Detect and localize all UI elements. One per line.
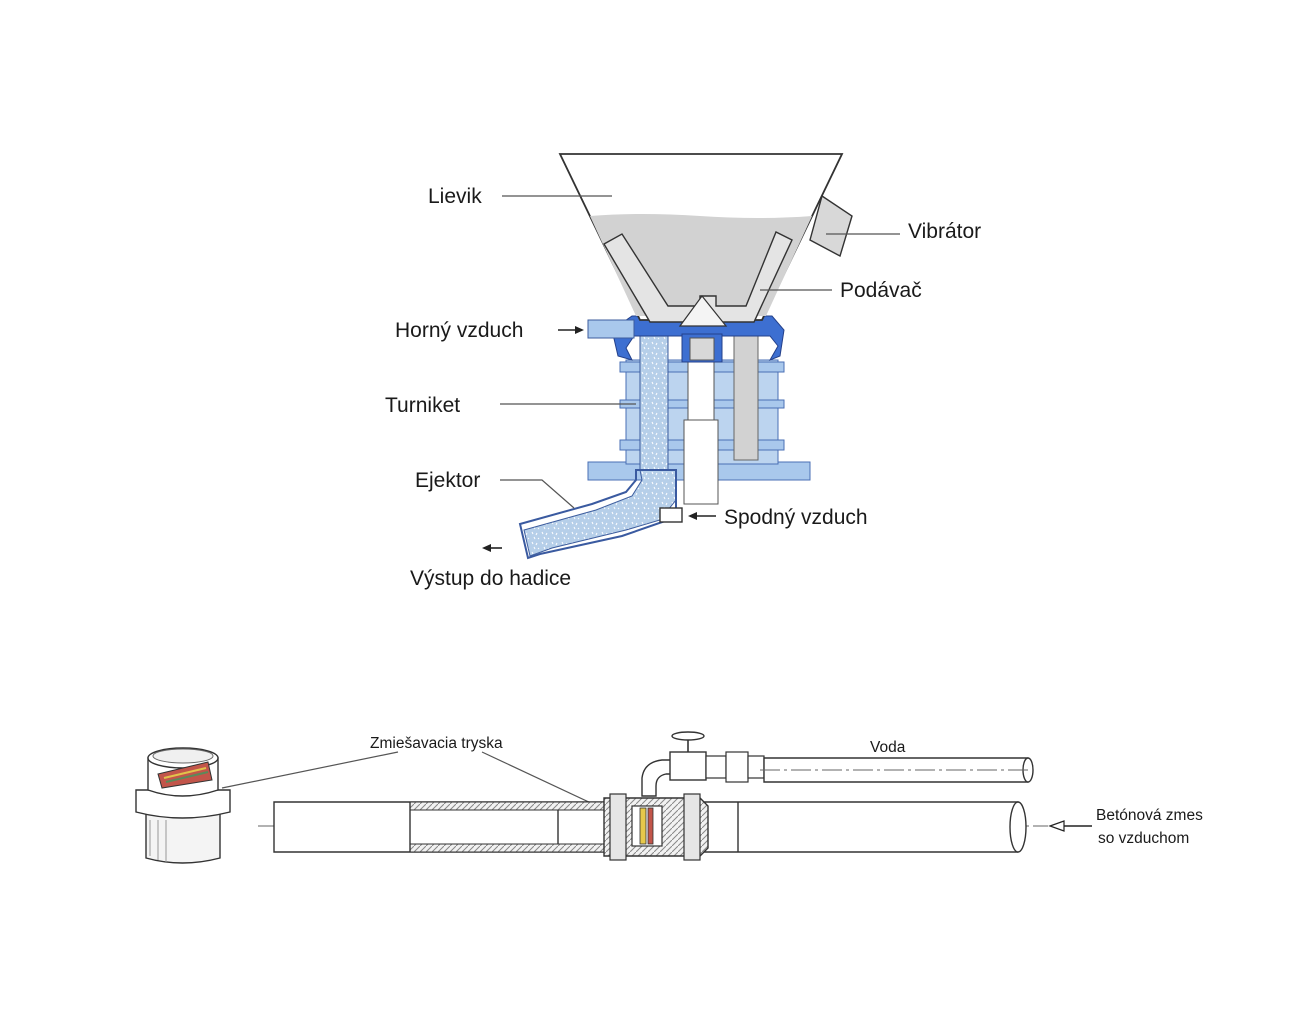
label-voda: Voda (870, 739, 906, 756)
label-ejektor: Ejektor (415, 469, 480, 492)
hose-right (699, 801, 1025, 853)
lower-air-inlet (659, 507, 683, 523)
label-spodny-vzduch: Spodný vzduch (724, 506, 868, 529)
valve-handwheel (671, 731, 705, 741)
mixing-ring-yellow (639, 807, 647, 845)
label-horny-vzduch: Horný vzduch (395, 319, 523, 342)
hose-left-wall-top (409, 801, 607, 811)
vibrator (809, 194, 853, 258)
valve-fitting-3 (747, 755, 765, 779)
coupling-nut-right (683, 793, 701, 861)
shaft-lower (683, 419, 719, 505)
arrow-horny-vzduch (558, 326, 584, 334)
upper-air-pipe (587, 319, 635, 339)
valve-fitting-2 (725, 751, 749, 783)
nut (689, 337, 715, 361)
arrow-betonova-zmes (1048, 820, 1092, 832)
inner-column-right (733, 335, 759, 461)
nozzle-detail (135, 747, 231, 864)
arrow-spodny-vzduch (688, 512, 716, 520)
leader-ejektor (500, 479, 575, 509)
label-so-vzduchom: so vzduchom (1098, 830, 1189, 847)
label-vibrator: Vibrátor (908, 220, 981, 243)
label-turniket: Turniket (385, 394, 460, 417)
top-flange (611, 315, 785, 361)
label-zmiesavacia-tryska: Zmiešavacia tryska (370, 735, 503, 752)
label-lievik: Lievik (428, 185, 482, 208)
arrow-vystup (482, 544, 502, 552)
label-betonova-zmes: Betónová zmes (1096, 807, 1203, 824)
valve-fitting-1 (705, 755, 727, 779)
valve-body (669, 751, 707, 781)
mixing-nozzle-assembly: Zmiešavacia tryska Voda Betónová zmes so… (135, 731, 1203, 864)
leader-nozzle-detail (221, 751, 399, 789)
feeder-cone (678, 295, 728, 327)
mixing-ring (631, 805, 663, 847)
feeder (603, 231, 793, 323)
shotcrete-machine: Lievik Vibrátor Podávač Horný vzduch Tur… (385, 153, 981, 590)
material-channel (523, 335, 677, 557)
hose-left-wall-bottom (409, 843, 607, 853)
coupling-nut-left (609, 793, 627, 861)
label-vystup: Výstup do hadice (410, 567, 571, 590)
hose-right-end (1009, 801, 1027, 853)
ejector (518, 469, 677, 560)
label-podavac: Podávač (840, 279, 922, 302)
mixing-ring-red (647, 807, 654, 845)
